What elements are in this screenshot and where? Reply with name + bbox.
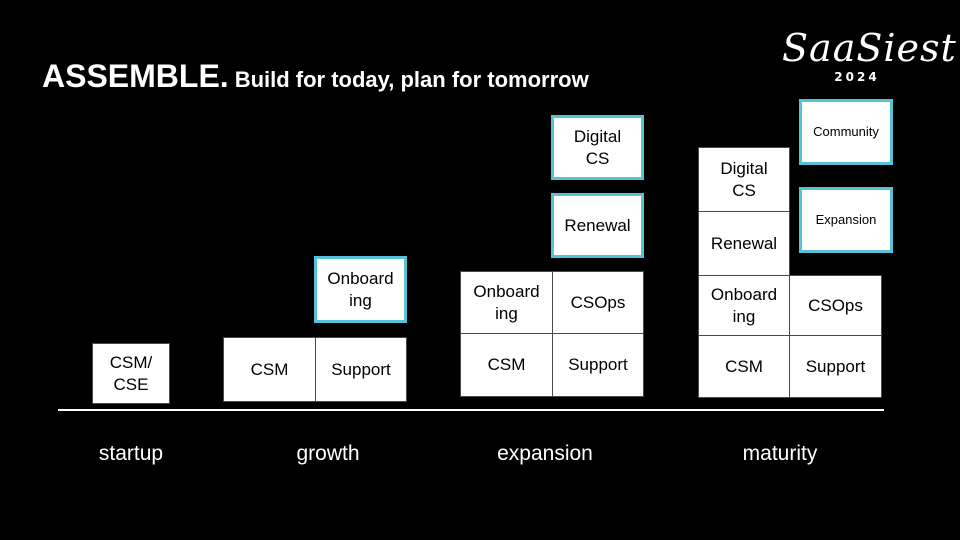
box-startup-csm-cse: CSM/ CSE bbox=[92, 343, 170, 404]
box-maturity-renewal: Renewal bbox=[698, 211, 790, 276]
box-maturity-csm: CSM bbox=[698, 335, 790, 398]
box-maturity-community: Community bbox=[799, 99, 893, 165]
stage-label-expansion: expansion bbox=[497, 442, 593, 465]
box-expansion-csm: CSM bbox=[460, 333, 553, 397]
saasiest-logo: SaaSiest 2024 bbox=[782, 26, 957, 98]
box-growth-csm: CSM bbox=[223, 337, 316, 402]
box-expansion-onboarding: Onboard ing bbox=[460, 271, 553, 334]
slide-title: ASSEMBLE.Build for today, plan for tomor… bbox=[42, 58, 589, 95]
box-maturity-expansion: Expansion bbox=[799, 187, 893, 253]
box-expansion-renewal: Renewal bbox=[551, 193, 644, 258]
box-growth-onboarding: Onboard ing bbox=[314, 256, 407, 323]
stage-label-startup: startup bbox=[98, 442, 164, 465]
stage-label-growth: growth bbox=[296, 442, 360, 465]
box-expansion-csops: CSOps bbox=[552, 271, 644, 334]
box-expansion-support: Support bbox=[552, 333, 644, 397]
box-growth-support: Support bbox=[315, 337, 407, 402]
box-expansion-digital-cs: Digital CS bbox=[551, 115, 644, 180]
box-maturity-digital-cs: Digital CS bbox=[698, 147, 790, 212]
timeline-baseline bbox=[58, 409, 884, 411]
logo-year: 2024 bbox=[834, 70, 880, 84]
box-maturity-csops: CSOps bbox=[789, 275, 882, 336]
box-maturity-onboarding: Onboard ing bbox=[698, 275, 790, 336]
title-subtitle: Build for today, plan for tomorrow bbox=[234, 67, 589, 92]
box-maturity-support: Support bbox=[789, 335, 882, 398]
title-main: ASSEMBLE. bbox=[42, 58, 229, 94]
logo-wordmark: SaaSiest bbox=[782, 26, 957, 70]
stage-label-maturity: maturity bbox=[742, 442, 818, 465]
